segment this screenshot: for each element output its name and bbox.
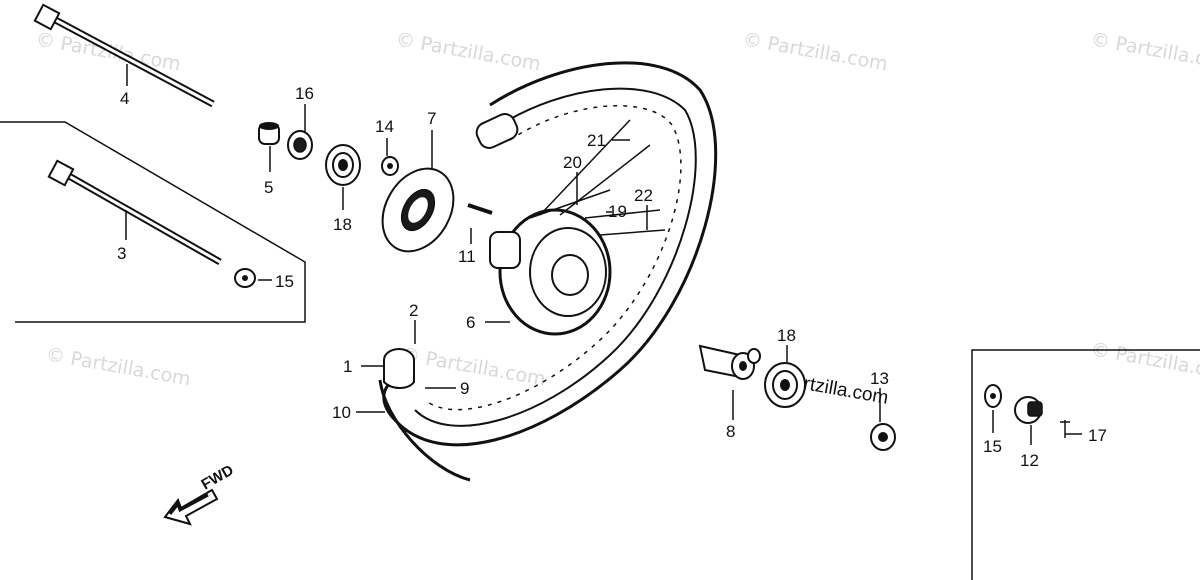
cotter-pin-part-17	[1060, 420, 1070, 438]
callout-22: 22	[634, 186, 653, 205]
callout-21: 21	[587, 131, 606, 150]
callout-10: 10	[332, 403, 351, 422]
nut-part-14	[381, 156, 399, 176]
disc-plate-part-7	[381, 167, 455, 253]
callout-15-right: 15	[983, 437, 1002, 456]
callout-7: 7	[427, 109, 436, 128]
callout-12: 12	[1020, 451, 1039, 470]
fwd-arrow-icon	[163, 488, 219, 526]
callout-18: 18	[333, 215, 352, 234]
pin-part-11	[467, 203, 493, 215]
callout-20: 20	[563, 153, 582, 172]
callout-8: 8	[726, 422, 735, 441]
dust-seal-part-16	[287, 130, 313, 160]
axle-inset-frame	[0, 121, 306, 323]
axle-nut-part-13	[870, 423, 896, 451]
watermark: © Partzilla.com	[1089, 338, 1200, 385]
callout-9: 9	[460, 379, 469, 398]
valve-part-1	[383, 348, 415, 389]
callout-3: 3	[117, 244, 126, 263]
callout-1: 1	[343, 357, 352, 376]
watermark: © Partzilla.com	[394, 28, 542, 75]
nut-part-12	[1014, 396, 1043, 424]
callout-15: 15	[275, 272, 294, 291]
wheel-assembly	[378, 61, 718, 482]
callout-11: 11	[458, 247, 476, 266]
fwd-label: FWD	[199, 462, 237, 494]
callout-2: 2	[409, 301, 418, 320]
callout-14: 14	[375, 117, 394, 136]
callout-5: 5	[264, 178, 273, 197]
callout-4: 4	[120, 89, 129, 108]
front-axle-part-3	[47, 159, 222, 266]
bearing-part-18-right	[764, 362, 806, 408]
spacer-part-8	[698, 344, 761, 380]
hub-inset-frame	[971, 349, 1200, 580]
watermark: © Partzilla.com	[44, 343, 192, 390]
callout-17: 17	[1088, 426, 1107, 445]
callout-16: 16	[295, 84, 314, 103]
watermark: © Partzilla.com	[741, 28, 889, 75]
watermark: © Partzilla.com	[1089, 28, 1200, 75]
callout-6: 6	[466, 313, 475, 332]
collar-part-5	[258, 122, 280, 145]
callout-18-right: 18	[777, 326, 796, 345]
front-axle-part-4	[33, 3, 215, 108]
bearing-part-18	[325, 144, 361, 186]
watermark: © Partzilla.com	[399, 343, 547, 390]
callout-19: 19	[608, 202, 627, 221]
callout-13: 13	[870, 369, 889, 388]
